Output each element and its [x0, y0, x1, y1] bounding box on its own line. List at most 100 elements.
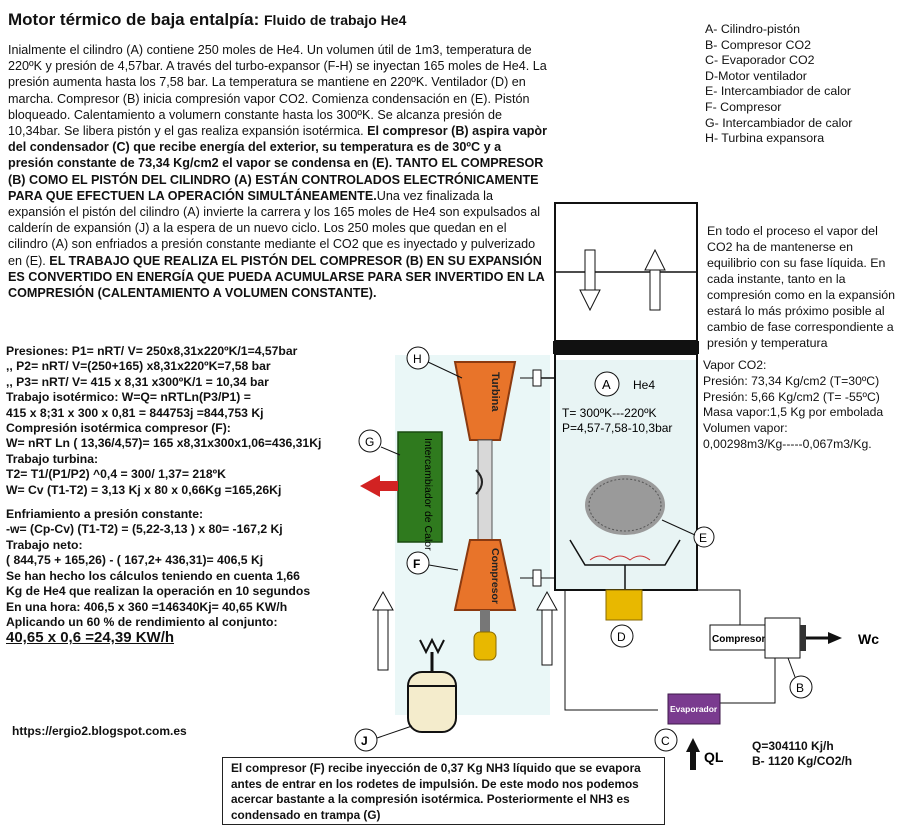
calc-line-8: Trabajo turbina: — [6, 451, 99, 466]
label-C-circle — [654, 728, 678, 752]
calc-line-2: ,, P2= nRT/ V=(250+165) x8,31x220ºK=7,58… — [6, 359, 271, 374]
evaporator-C — [667, 693, 721, 725]
vapor-volume-label: Volumen vapor: — [703, 421, 788, 436]
vapor-volume-values: 0,00298m3/Kg-----0,067m3/Kg. — [703, 436, 872, 451]
calc-line-17: En una hora: 406,5 x 360 =146340Kj= 40,6… — [6, 599, 288, 614]
q-value: Q=304110 Kj/h — [752, 739, 834, 753]
calc-line-12: -w= (Cp-Cv) (T1-T2) = (5,22-3,13 ) x 80=… — [6, 522, 283, 537]
fan-motor-D — [605, 589, 643, 621]
title-sub: Fluido de trabajo He4 — [264, 12, 407, 28]
vapor-pressure-low: Presión: 5,66 Kg/cm2 (T= -55ºC) — [703, 389, 880, 404]
label-A-circle — [594, 371, 620, 397]
title-main: Motor térmico de baja entalpía: — [8, 10, 260, 29]
wc-label: Wc — [858, 631, 879, 647]
label-J-circle — [354, 728, 378, 752]
label-D-circle — [610, 624, 634, 648]
description-p1: Inialmente el cilindro (A) contiene 250 … — [8, 43, 547, 139]
legend-item-g: G- Intercambiador de calor — [705, 115, 853, 130]
cylinder-temperature: T= 300ºK---220ºK — [562, 406, 656, 420]
compressor-F-shaft — [480, 610, 490, 632]
turbine-label: Turbina — [489, 372, 501, 412]
compressor-F-motor — [473, 631, 497, 661]
flow-up-arrow-1 — [372, 590, 394, 671]
legend-item-b: B- Compresor CO2 — [705, 37, 812, 52]
valve-top — [532, 369, 542, 387]
legend-item-f: F- Compresor — [705, 99, 782, 114]
piston-up-arrow — [644, 248, 666, 311]
co2-equilibrium-note: En todo el proceso el vapor del CO2 ha d… — [707, 224, 896, 350]
ql-arrow — [686, 738, 700, 770]
piston-down-arrow — [579, 249, 601, 312]
pipe-co2-evaporator — [564, 590, 658, 711]
calc-line-9: T2= T1/(P1/P2) ^0,4 = 300/ 1,37= 218ºK — [6, 467, 226, 482]
label-G-circle — [358, 429, 382, 453]
calc-line-13: Trabajo neto: — [6, 537, 83, 552]
description: Inialmente el cilindro (A) contiene 250 … — [8, 42, 548, 301]
compressor-B-body — [764, 617, 801, 659]
rotation-arrow — [475, 469, 483, 495]
wc-arrow — [828, 632, 842, 644]
calc-line-14: ( 844,75 + 165,26) - ( 167,2+ 436,31)= 4… — [6, 553, 264, 568]
page-title: Motor térmico de baja entalpía: Fluido d… — [8, 10, 406, 30]
heat-exchanger-E — [569, 475, 681, 590]
heat-exchanger-G — [397, 431, 443, 543]
exchanger-g-label: Intercambiador de Calor — [422, 438, 434, 551]
heat-flow-values: Q=304110 Kj/h B- 1120 Kg/CO2/h — [752, 739, 852, 769]
legend: A- Cilindro-pistón B- Compresor CO2 C- E… — [705, 22, 852, 147]
legend-item-d: D-Motor ventilador — [705, 68, 807, 83]
label-F: F — [413, 557, 420, 571]
label-E: E — [699, 531, 707, 545]
calc-line-7: W= nRT Ln ( 13,36/4,57)= 165 x8,31x300x1… — [6, 436, 322, 451]
label-G-pointer — [380, 446, 401, 456]
cylinder-pressure: P=4,57-7,58-10,3bar — [562, 421, 672, 435]
label-H-circle — [406, 346, 430, 370]
source-url: https://ergio2.blogspot.com.es — [12, 724, 187, 738]
pipe-cylinder-compressor — [697, 589, 765, 626]
label-B: B — [796, 681, 804, 695]
compressor-b-label: Compresor — [712, 634, 765, 645]
label-B-circle — [789, 675, 813, 699]
evaporator-label: Evaporador — [670, 704, 718, 714]
label-C: C — [661, 734, 670, 748]
label-E-pointer — [661, 519, 696, 536]
label-D: D — [617, 630, 626, 644]
turbine-H — [453, 361, 517, 441]
compressor-f-label: Compresor — [489, 548, 501, 604]
label-J: J — [361, 734, 368, 748]
valve-bottom — [532, 569, 542, 587]
calc-line-11: Enfriamiento a presión constante: — [6, 507, 204, 522]
description-p3: Una vez finalizada la expansión el pistó… — [8, 188, 541, 268]
description-p4: EL TRABAJO QUE REALIZA EL PISTÓN DEL COM… — [8, 253, 545, 301]
calc-line-3: ,, P3= nRT/ V= 415 x 8,31 x300ºK/1 = 10,… — [6, 374, 269, 389]
vapor-title: Vapor CO2: — [703, 358, 767, 372]
vapor-info: Vapor CO2: Presión: 73,34 Kg/cm2 (T=30ºC… — [703, 358, 908, 453]
pipe-evaporator-compressor — [720, 655, 776, 704]
label-A: A — [602, 377, 611, 392]
he4-label: He4 — [633, 378, 655, 392]
label-H: H — [413, 352, 422, 366]
calc-line-1: Presiones: P1= nRT/ V= 250x8,31x220ºK/1=… — [6, 344, 298, 358]
flow-up-arrow-2 — [536, 590, 558, 666]
heat-out-arrow — [360, 475, 398, 497]
cylinder-bg — [555, 360, 697, 590]
label-B-pointer — [787, 657, 796, 678]
label-F-circle — [406, 551, 430, 575]
calc-line-10: W= Cv (T1-T2) = 3,13 Kj x 80 x 0,66Kg =1… — [6, 482, 282, 497]
calc-line-16: Kg de He4 que realizan la operación en 1… — [6, 584, 311, 599]
legend-item-e: E- Intercambiador de calor — [705, 84, 852, 99]
calc-line-6: Compresión isotérmica compresor (F): — [6, 421, 231, 436]
label-G: G — [365, 435, 374, 449]
calc-line-4: Trabajo isotérmico: W=Q= nRTLn(P3/P1) = — [6, 390, 251, 405]
label-J-pointer — [376, 725, 413, 739]
legend-item-h: H- Turbina expansora — [705, 131, 825, 146]
label-F-pointer — [428, 564, 459, 571]
calculations: Presiones: P1= nRT/ V= 250x8,31x220ºK/1=… — [6, 344, 376, 646]
expansion-tank-J — [407, 637, 457, 733]
piston — [553, 341, 699, 354]
legend-item-a: A- Cilindro-pistón — [705, 22, 801, 36]
label-E-circle — [693, 526, 715, 548]
vapor-pressure-high: Presión: 73,34 Kg/cm2 (T=30ºC) — [703, 373, 880, 388]
legend-item-c: C- Evaporador CO2 — [705, 53, 815, 68]
compressor-f-note: El compresor (F) recibe inyección de 0,3… — [222, 757, 665, 825]
